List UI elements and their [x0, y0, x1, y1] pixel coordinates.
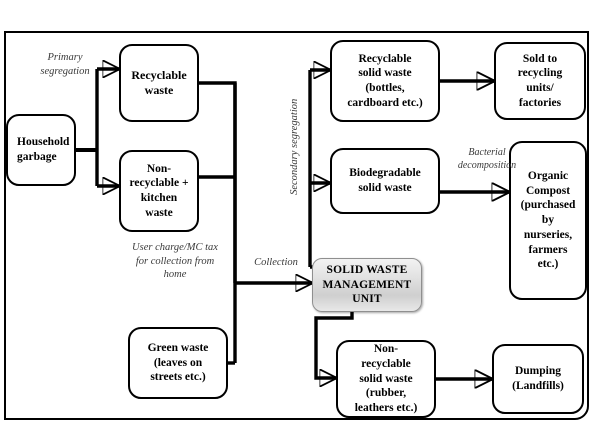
node-dumping-landfills-label: Dumping(Landfills) — [512, 365, 564, 392]
diagram-frame — [4, 31, 589, 420]
node-dumping-landfills[interactable]: Dumping(Landfills) — [492, 344, 584, 414]
label-collection: Collection — [254, 257, 298, 268]
label-secondary-segregation: Secondary segregation — [289, 98, 301, 195]
